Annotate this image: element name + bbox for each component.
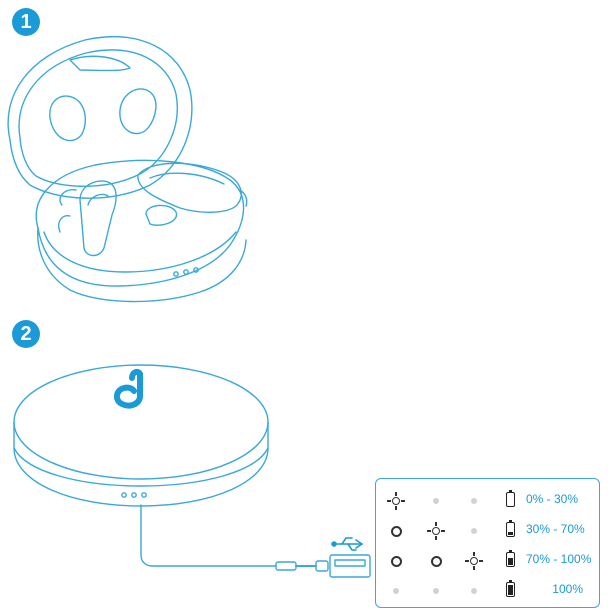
led-blink-icon: [427, 522, 445, 540]
step-1-badge: 1: [12, 8, 40, 36]
legend-row: 0% - 30%: [376, 487, 599, 515]
led-off-icon: [466, 493, 482, 509]
open-case-illustration: [7, 36, 248, 303]
legend-row: 70% - 100%: [376, 547, 599, 575]
battery-icon: [506, 549, 515, 567]
led-off-icon: [466, 523, 482, 539]
battery-icon: [506, 519, 515, 537]
soundcore-logo: [114, 368, 143, 409]
usb-icon: [331, 537, 363, 551]
battery-icon: [506, 579, 515, 597]
led-blink-icon: [465, 552, 483, 570]
led-off-icon: [428, 583, 444, 599]
led-solid-icon: [388, 553, 404, 569]
charging-indicator-legend: 0% - 30% 30% - 70% 70% - 100% 100%: [375, 478, 600, 608]
led-off-icon: [466, 583, 482, 599]
step-2-badge: 2: [12, 320, 40, 348]
battery-range-label: 0% - 30%: [526, 492, 579, 506]
closed-case-illustration: [13, 364, 371, 578]
led-blink-icon: [387, 492, 405, 510]
led-off-icon: [388, 583, 404, 599]
battery-range-label: 30% - 70%: [526, 522, 585, 536]
battery-range-label: 100%: [552, 582, 583, 596]
led-off-icon: [428, 493, 444, 509]
legend-row: 30% - 70%: [376, 517, 599, 545]
led-solid-icon: [388, 523, 404, 539]
battery-icon: [506, 489, 515, 507]
legend-row: 100%: [376, 577, 599, 605]
led-solid-icon: [428, 553, 444, 569]
battery-range-label: 70% - 100%: [526, 552, 592, 566]
